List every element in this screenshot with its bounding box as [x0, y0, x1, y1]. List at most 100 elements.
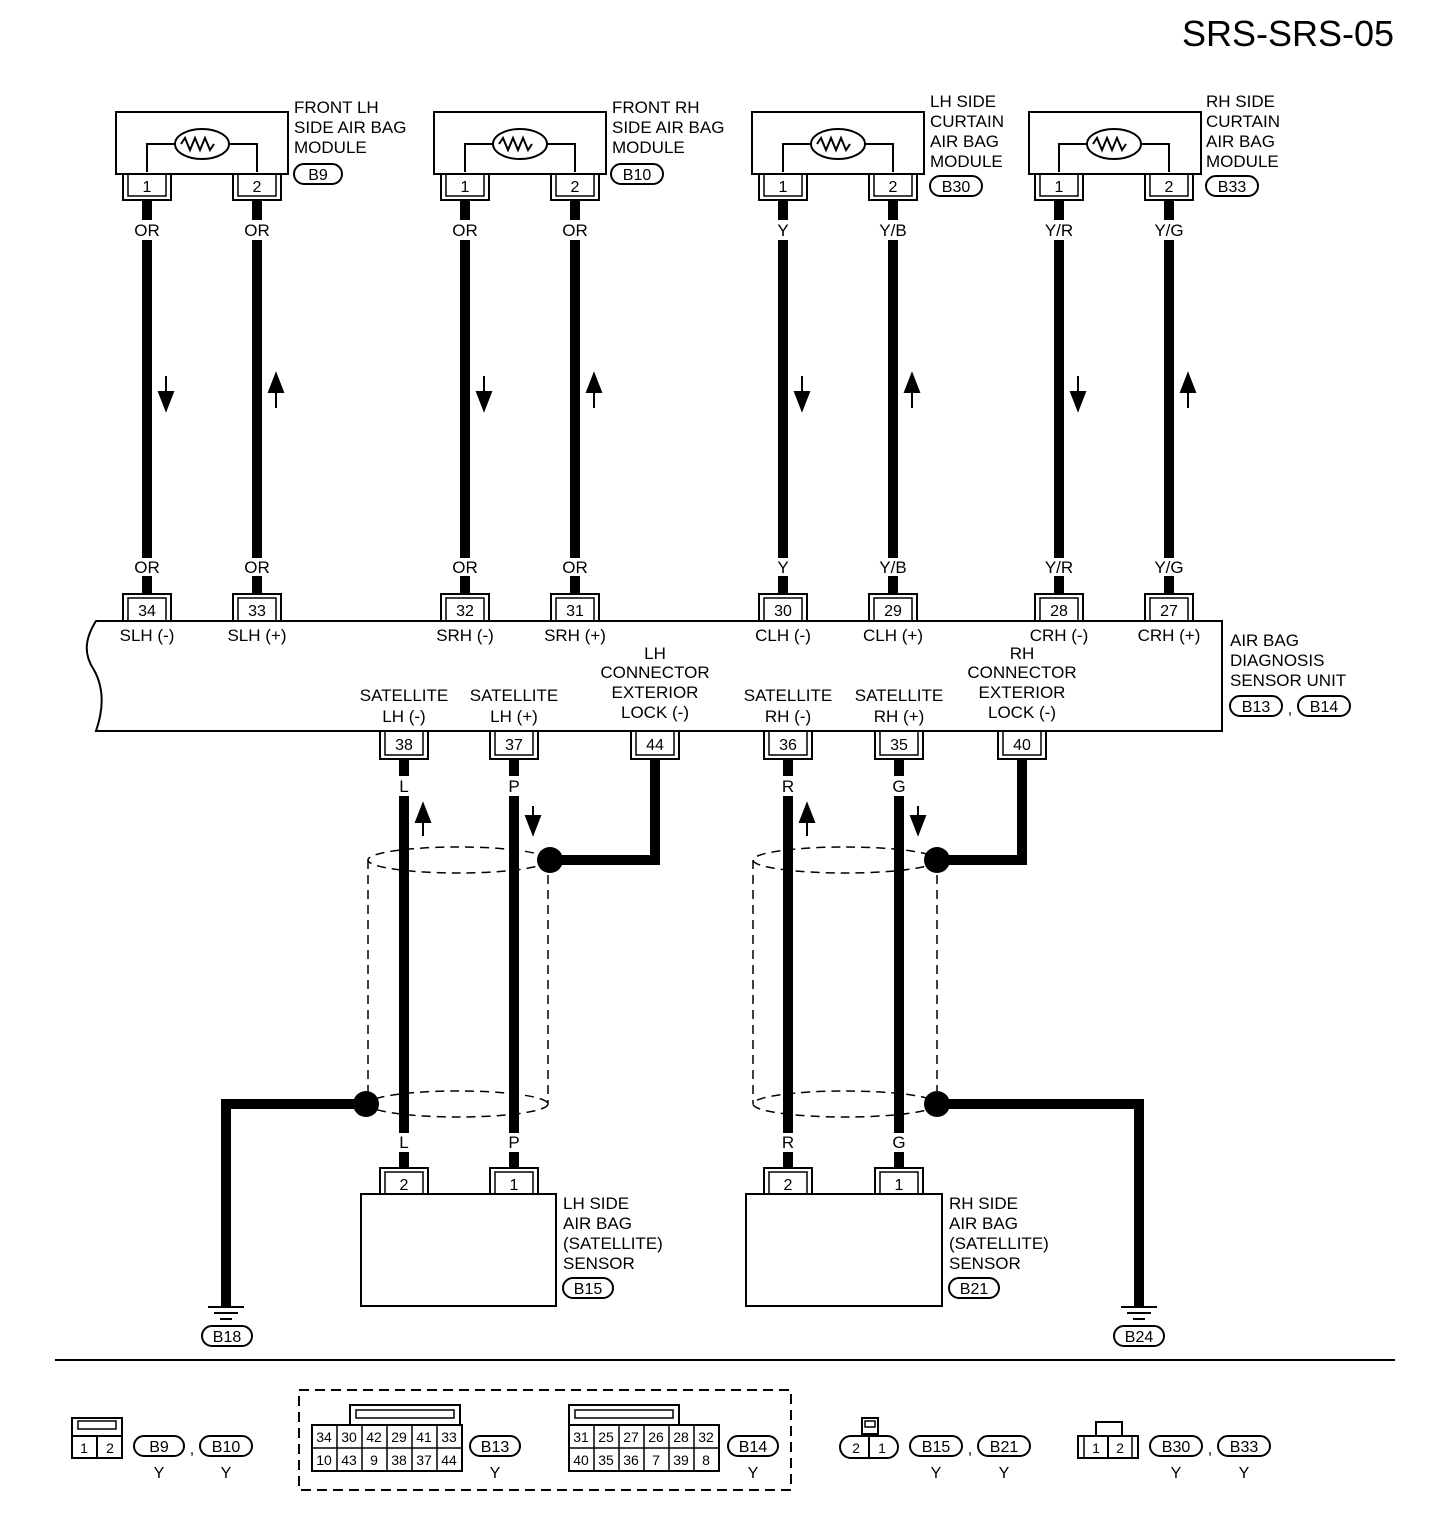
svg-text:7: 7 [652, 1452, 660, 1468]
pin-number: 1 [143, 179, 152, 196]
arrow-down-icon [1069, 376, 1087, 413]
svg-text:L: L [399, 1133, 408, 1152]
svg-text:OR: OR [452, 558, 478, 577]
signal-arrows-top [157, 371, 1197, 413]
connector-code: B10 [623, 167, 652, 184]
connector-view-b14: 31 25 27 26 28 32 40 35 36 7 39 8 B14 Y [568, 1404, 779, 1482]
module-label: MODULE [1206, 152, 1279, 171]
pin-number: 2 [1165, 179, 1174, 196]
svg-text:LOCK (-): LOCK (-) [621, 703, 689, 722]
ground-icon [1121, 1306, 1157, 1320]
svg-text:G: G [892, 1133, 905, 1152]
svg-text:Y/R: Y/R [1045, 221, 1073, 240]
svg-text:CONNECTOR: CONNECTOR [600, 663, 709, 682]
connector-view-b15-b21: 2 1 B15 , B21 Y Y [839, 1417, 1031, 1482]
unit-top-pins: 34 33 32 31 30 29 28 27 SLH (-) SLH (+) … [120, 593, 1201, 645]
page-title: SRS-SRS-05 [1182, 13, 1394, 54]
pin-function-label: SLH (-) [120, 626, 175, 645]
svg-text:35: 35 [598, 1452, 614, 1468]
svg-text:B15: B15 [922, 1439, 951, 1456]
svg-text:Y: Y [221, 1465, 232, 1482]
svg-text:10: 10 [316, 1452, 332, 1468]
svg-text:Y: Y [777, 221, 788, 240]
svg-text:B21: B21 [990, 1439, 1019, 1456]
svg-text:,: , [968, 1441, 972, 1458]
svg-text:27: 27 [1160, 603, 1178, 620]
svg-text:SATELLITE: SATELLITE [470, 686, 559, 705]
wire-color-labels-top: OR OR OR OR Y Y/B Y/R Y/G OR OR OR OR Y … [134, 221, 1183, 577]
svg-text:LH (+): LH (+) [490, 707, 538, 726]
module-label: SIDE AIR BAG [294, 118, 406, 137]
ground-b18: B18 [201, 1306, 253, 1347]
svg-text:Y/G: Y/G [1154, 221, 1183, 240]
module-label: MODULE [930, 152, 1003, 171]
svg-text:44: 44 [646, 737, 664, 754]
unit-bottom-pins: 38 37 44 36 35 40 [379, 730, 1047, 760]
pin-function-label: CRH (+) [1138, 626, 1201, 645]
squib-icon [492, 128, 548, 160]
connector-view-b13: 34 30 42 29 41 33 10 43 9 38 37 44 B13 Y [311, 1404, 521, 1482]
connector-view-b9-b10: 1 2 B9 , B10 Y Y [71, 1417, 253, 1482]
sensor-label: SENSOR [949, 1254, 1021, 1273]
shield-rh [752, 846, 938, 1118]
svg-text:SATELLITE: SATELLITE [744, 686, 833, 705]
svg-text:41: 41 [416, 1429, 432, 1445]
module-label: RH SIDE [1206, 92, 1275, 111]
svg-text:1: 1 [1092, 1440, 1100, 1456]
svg-text:B13: B13 [481, 1439, 510, 1456]
svg-text:,: , [190, 1441, 194, 1458]
svg-text:,: , [1208, 1441, 1212, 1458]
sensor-lh: 2 1 LH SIDE AIR BAG (SATELLITE) SENSOR B… [360, 1167, 663, 1307]
pin-number: 2 [253, 179, 262, 196]
arrow-down-icon [157, 376, 175, 413]
module-label: LH SIDE [930, 92, 996, 111]
svg-text:Y: Y [154, 1465, 165, 1482]
svg-text:30: 30 [341, 1429, 357, 1445]
svg-text:2: 2 [106, 1440, 114, 1456]
top-wires [142, 200, 1174, 594]
svg-text:RH (-): RH (-) [765, 707, 811, 726]
module-label: MODULE [612, 138, 685, 157]
connector-code: B30 [942, 179, 971, 196]
connector-code: B15 [574, 1281, 603, 1298]
squib-icon [1086, 128, 1142, 160]
pin-function-label: SRH (-) [436, 626, 494, 645]
arrow-up-icon [414, 801, 432, 836]
connector-group-frame [298, 1389, 792, 1491]
splice-dot [537, 847, 563, 873]
pin-function-label: CLH (+) [863, 626, 923, 645]
svg-text:43: 43 [341, 1452, 357, 1468]
pin-number: 1 [1055, 179, 1064, 196]
pin-function-label: CLH (-) [755, 626, 811, 645]
module-lh-curtain: 1 2 LH SIDE CURTAIN AIR BAG MODULE B30 [751, 92, 1004, 201]
svg-text:OR: OR [452, 221, 478, 240]
svg-text:29: 29 [884, 603, 902, 620]
svg-text:2: 2 [852, 1440, 860, 1456]
connector-code: B14 [1310, 699, 1339, 716]
svg-text:Y: Y [748, 1465, 759, 1482]
svg-text:LH (-): LH (-) [382, 707, 425, 726]
svg-text:OR: OR [562, 558, 588, 577]
unit-bottom-pin-labels: SATELLITE LH (-) SATELLITE LH (+) LH CON… [360, 644, 1077, 726]
sensor-label: AIR BAG [949, 1214, 1018, 1233]
svg-text:34: 34 [316, 1429, 332, 1445]
sensor-label: AIR BAG [563, 1214, 632, 1233]
sensor-label: LH SIDE [563, 1194, 629, 1213]
svg-text:37: 37 [416, 1452, 432, 1468]
arrow-up-icon [1179, 371, 1197, 408]
unit-label: AIR BAG [1230, 631, 1299, 650]
sensor-label: SENSOR [563, 1254, 635, 1273]
module-label: AIR BAG [1206, 132, 1275, 151]
splice-dot [353, 1091, 379, 1117]
svg-text:Y: Y [1239, 1465, 1250, 1482]
svg-text:34: 34 [138, 603, 156, 620]
svg-text:P: P [508, 777, 519, 796]
arrow-up-icon [267, 371, 285, 408]
svg-text:B10: B10 [212, 1439, 241, 1456]
svg-text:RH (+): RH (+) [874, 707, 925, 726]
shield-lh [367, 846, 549, 1118]
connector-code: B33 [1218, 179, 1247, 196]
wire-color-labels-bottom: L P R G L P R G [399, 777, 905, 1152]
svg-text:G: G [892, 777, 905, 796]
